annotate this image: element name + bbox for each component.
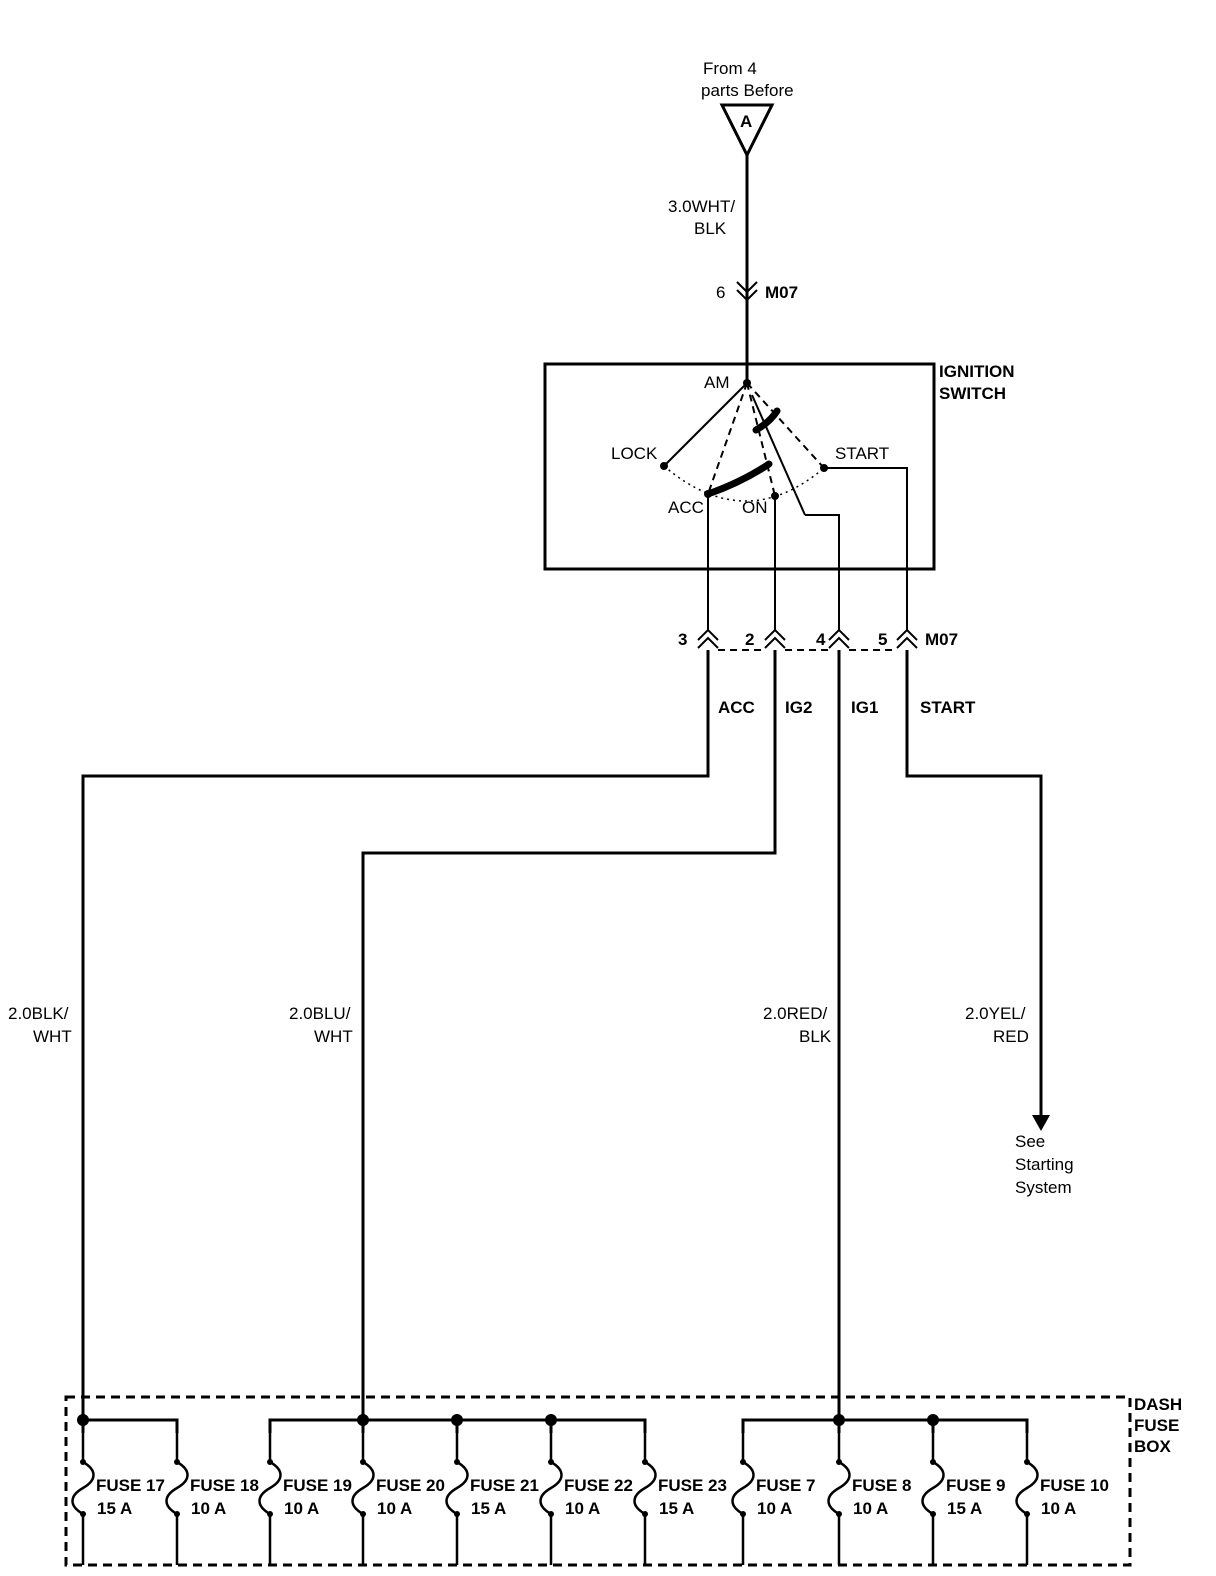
fuse-rating-label: 10 A	[284, 1499, 319, 1518]
top-connector-symbol	[736, 281, 758, 302]
feed-wire-label-line1: 3.0WHT/	[668, 197, 735, 216]
fuse-symbol	[539, 1433, 563, 1565]
connector-a-letter: A	[740, 112, 752, 131]
top-connector-name: M07	[765, 283, 798, 302]
fuse-rating-label: 15 A	[659, 1499, 694, 1518]
source-label-line2: parts Before	[701, 81, 794, 100]
ignition-switch-title-line1: IGNITION	[939, 362, 1015, 381]
circuit-label-start: START	[920, 698, 976, 717]
wire-label-start-line1: 2.0YEL/	[965, 1004, 1026, 1023]
start-destination-line1: See	[1015, 1132, 1045, 1151]
fuse-symbol	[1015, 1433, 1039, 1565]
fuse-symbol	[71, 1433, 95, 1565]
fuse-rating-label: 15 A	[947, 1499, 982, 1518]
fuse-name-label: FUSE 17	[96, 1476, 165, 1495]
dash-fuse-box	[64, 1395, 1132, 1567]
fuse-group: FUSE 17 15 A FUSE 18 10 A FUSE 19 10 A FUSE 20…	[71, 1433, 1109, 1565]
start-arrow-head	[1032, 1115, 1050, 1131]
switch-pos-am: AM	[704, 373, 730, 392]
circuit-label-acc: ACC	[718, 698, 755, 717]
circuit-label-ig1: IG1	[851, 698, 878, 717]
switch-pos-on: ON	[742, 498, 768, 517]
wire-label-ig1-line1: 2.0RED/	[763, 1004, 828, 1023]
fuse-symbol	[351, 1433, 375, 1565]
switch-mechanism	[660, 379, 908, 630]
feed-wire-label-line2: BLK	[694, 219, 727, 238]
fuse-symbol	[165, 1433, 189, 1565]
fuse-name-label: FUSE 18	[190, 1476, 259, 1495]
fuse-rating-label: 10 A	[377, 1499, 412, 1518]
fuse-symbol	[731, 1433, 755, 1565]
fuse-box-title-line1: DASH	[1134, 1395, 1182, 1414]
wire-label-start-line2: RED	[993, 1027, 1029, 1046]
fuse-name-label: FUSE 7	[756, 1476, 816, 1495]
fuse-rating-label: 15 A	[471, 1499, 506, 1518]
wire-label-ig2-line2: WHT	[314, 1027, 353, 1046]
fuse-symbol	[921, 1433, 945, 1565]
fuse-symbol	[258, 1433, 282, 1565]
fuse-box-title-line2: FUSE	[1134, 1416, 1179, 1435]
fuse-rating-label: 10 A	[757, 1499, 792, 1518]
fuse-name-label: FUSE 22	[564, 1476, 633, 1495]
fuse-rating-label: 10 A	[1041, 1499, 1076, 1518]
switch-pos-acc: ACC	[668, 498, 704, 517]
switch-pos-lock: LOCK	[611, 444, 658, 463]
switch-pos-start: START	[835, 444, 889, 463]
bottom-connector-pin-2: 2	[745, 630, 754, 649]
fuse-box-title-line3: BOX	[1134, 1437, 1172, 1456]
fuse-name-label: FUSE 10	[1040, 1476, 1109, 1495]
wire-start	[905, 650, 1043, 1115]
ignition-switch-title-line2: SWITCH	[939, 384, 1006, 403]
fuse-name-label: FUSE 20	[376, 1476, 445, 1495]
start-destination-line3: System	[1015, 1178, 1072, 1197]
bottom-connector-symbol	[697, 628, 918, 649]
wire-ig2	[361, 650, 777, 1420]
fuse-rating-label: 15 A	[97, 1499, 132, 1518]
fuse-name-label: FUSE 23	[658, 1476, 727, 1495]
fuse-rating-label: 10 A	[853, 1499, 888, 1518]
fuse-name-label: FUSE 21	[470, 1476, 539, 1495]
bottom-connector-name: M07	[925, 630, 958, 649]
fuse-bus-bars	[77, 1414, 1029, 1433]
circuit-label-ig2: IG2	[785, 698, 812, 717]
wire-label-acc-line2: WHT	[33, 1027, 72, 1046]
source-label-line1: From 4	[703, 59, 757, 78]
fuse-name-label: FUSE 19	[283, 1476, 352, 1495]
wire-label-ig2-line1: 2.0BLU/	[289, 1004, 351, 1023]
fuse-symbol	[633, 1433, 657, 1565]
start-destination-line2: Starting	[1015, 1155, 1074, 1174]
bottom-connector-pin-4: 4	[816, 630, 826, 649]
fuse-symbol	[445, 1433, 469, 1565]
bottom-connector-pin-5: 5	[878, 630, 887, 649]
fuse-symbol	[827, 1433, 851, 1565]
fuse-rating-label: 10 A	[191, 1499, 226, 1518]
fuse-rating-label: 10 A	[565, 1499, 600, 1518]
ignition-switch-box	[543, 362, 936, 571]
fuse-name-label: FUSE 9	[946, 1476, 1006, 1495]
wire-label-acc-line1: 2.0BLK/	[8, 1004, 69, 1023]
wire-acc	[81, 650, 710, 1420]
connector-a-triangle	[719, 103, 775, 159]
top-connector-pin: 6	[716, 283, 725, 302]
wire-label-ig1-line2: BLK	[799, 1027, 832, 1046]
fuse-name-label: FUSE 8	[852, 1476, 912, 1495]
bottom-connector-pin-3: 3	[678, 630, 687, 649]
